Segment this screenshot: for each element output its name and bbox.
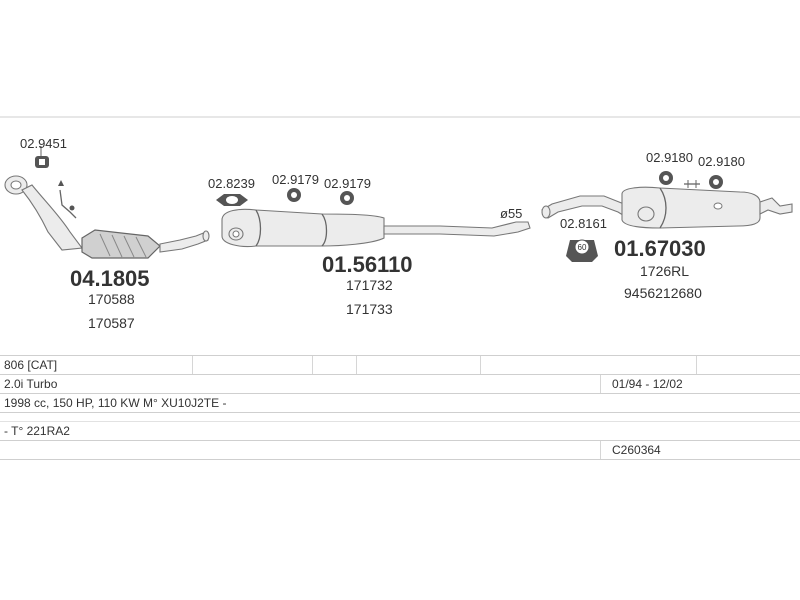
catalyst-ref-1: 170588 xyxy=(88,291,135,307)
table-row-engine: 2.0i Turbo 01/94 - 12/02 xyxy=(0,375,800,394)
catalyst-bracket xyxy=(59,189,77,219)
catalyst-downpipe xyxy=(21,184,84,251)
vehicle-engine: 2.0i Turbo xyxy=(4,377,58,391)
vehicle-spec: 1998 cc, 150 HP, 110 KW M° XU10J2TE - xyxy=(4,396,227,410)
table-row-spec: 1998 cc, 150 HP, 110 KW M° XU10J2TE - xyxy=(0,394,800,413)
vehicle-code: C260364 xyxy=(612,443,661,457)
catalyst-ref-2: 170587 xyxy=(88,315,135,331)
clamp-b-label: 02.8239 xyxy=(208,176,255,191)
mount-a-label: 02.9179 xyxy=(272,172,319,187)
mount-c-label: 02.9180 xyxy=(646,150,693,165)
rear-silencer-ref-2: 9456212680 xyxy=(624,285,702,301)
pipe-diameter-label: ø55 xyxy=(500,206,522,221)
rear-silencer-code: 01.67030 xyxy=(614,236,706,261)
vehicle-model: 806 [CAT] xyxy=(4,358,58,372)
middle-silencer-tailpipe xyxy=(383,221,531,237)
middle-silencer-body xyxy=(221,208,385,248)
clamp-c-label: 02.8161 xyxy=(560,216,607,231)
table-row-code: C260364 xyxy=(0,441,800,460)
mount-a-icon xyxy=(287,188,301,202)
vehicle-table: 806 [CAT] 2.0i Turbo 01/94 - 12/02 1998 … xyxy=(0,355,800,460)
vehicle-type: - T° 221RA2 xyxy=(4,424,70,438)
middle-silencer-ref-1: 171732 xyxy=(346,277,393,293)
catalyst-assembly xyxy=(4,146,210,259)
table-row-model: 806 [CAT] xyxy=(0,355,800,375)
table-row-type: - T° 221RA2 xyxy=(0,422,800,441)
mount-b-icon xyxy=(340,191,354,205)
mount-c-icon xyxy=(659,171,673,185)
mount-d-label: 02.9180 xyxy=(698,154,745,169)
middle-silencer-ref-2: 171733 xyxy=(346,301,393,317)
exhaust-system-diagram: 02.9451 04.1805 170588 170587 02.8239 02… xyxy=(0,116,800,331)
mount-b-label: 02.9179 xyxy=(324,176,371,191)
mount-d-icon xyxy=(709,175,723,189)
clamp-a-label: 02.9451 xyxy=(20,136,67,151)
table-row-gap xyxy=(0,413,800,422)
rear-silencer-body xyxy=(621,186,761,229)
rear-silencer-tailpipe xyxy=(759,197,793,215)
catalyst-outlet-pipe xyxy=(159,231,209,253)
vehicle-years: 01/94 - 12/02 xyxy=(612,377,683,391)
clamp-c-size: 60 xyxy=(578,243,587,252)
clamp-b-icon xyxy=(216,194,248,206)
middle-silencer-assembly xyxy=(216,188,531,248)
catalyst-code: 04.1805 xyxy=(70,266,150,291)
rear-silencer-assembly: 60 xyxy=(541,171,793,262)
clamp-c-icon xyxy=(566,239,598,262)
rear-silencer-ref-1: 1726RL xyxy=(640,263,689,279)
clamp-a-icon xyxy=(35,156,49,168)
middle-silencer-code: 01.56110 xyxy=(322,252,413,277)
